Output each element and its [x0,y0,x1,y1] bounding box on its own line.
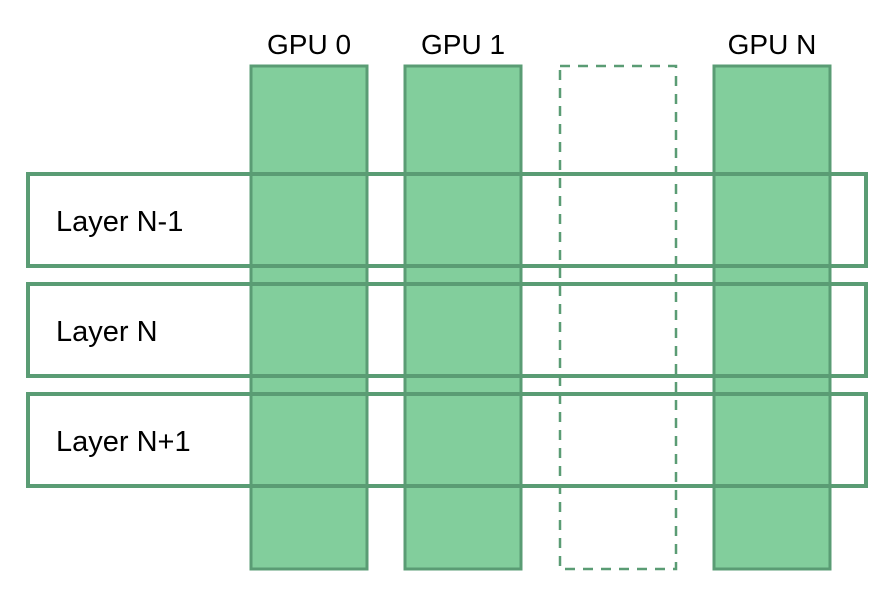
gpu-label-3: GPU N [728,29,817,60]
layer-label-n: Layer N [56,316,158,348]
gpu-column-3 [712,64,832,571]
layer-row-n [26,282,868,378]
layer-label-n-minus-1: Layer N-1 [56,206,183,238]
gpu-column-0 [249,64,369,571]
gpu-label-0: GPU 0 [267,29,351,60]
gpu-column-1 [403,64,523,571]
layer-row-n-minus-1 [26,172,868,268]
layer-row-n-plus-1 [26,392,868,488]
layer-label-n-plus-1: Layer N+1 [56,426,191,458]
gpu-column-placeholder [558,64,678,571]
gpu-label-1: GPU 1 [421,29,505,60]
